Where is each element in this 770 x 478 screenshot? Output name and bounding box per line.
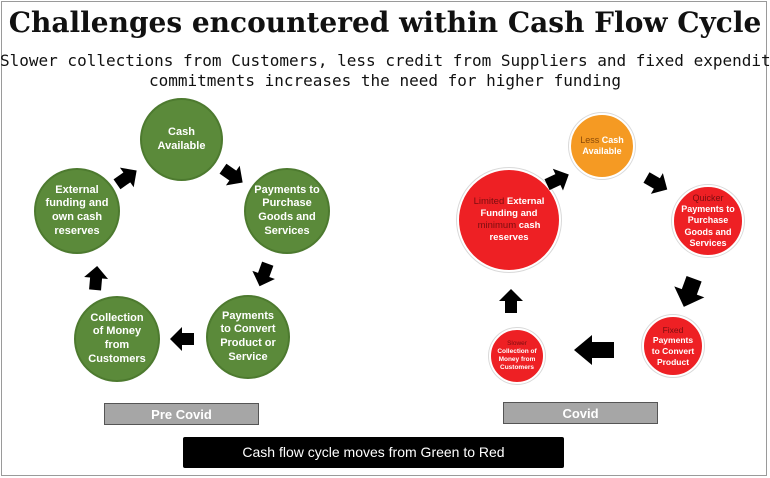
- covid-node-convert-text: Payments to Convert Product: [651, 335, 695, 367]
- pre-node-payments-convert: Payments to Convert Product or Service: [206, 295, 290, 379]
- covid-node-collection-label: Slower Collection of Money from Customer…: [495, 340, 539, 373]
- covid-node-purchase-prefix: Quicker: [692, 192, 724, 203]
- covid-node-cash-available-label: Less Cash Available: [578, 135, 626, 158]
- page-subtitle: Slower collections from Customers, less …: [0, 51, 770, 91]
- subtitle-line-2: commitments increases the need for highe…: [148, 71, 621, 90]
- covid-node-convert-prefix: Fixed: [662, 324, 684, 335]
- covid-node-purchase-text: Payments to Purchase Goods and Services: [681, 204, 735, 248]
- page-title: Challenges encountered within Cash Flow …: [8, 6, 762, 39]
- covid-node-payments-convert-label: Fixed Payments to Convert Product: [649, 325, 697, 368]
- pre-node-external-funding: External funding and own cash reserves: [34, 168, 120, 254]
- covid-node-external-mid: minimum: [477, 220, 517, 231]
- covid-node-collection-text: Collection of Money from Customers: [497, 347, 537, 372]
- covid-node-cash-text: Cash Available: [582, 134, 624, 156]
- covid-node-external-funding: Limited External Funding and minimum cas…: [457, 168, 561, 272]
- covid-node-cash-prefix: Less: [580, 134, 600, 145]
- pre-node-cash-available: Cash Available: [140, 98, 223, 181]
- pre-node-payments-purchase-label: Payments to Purchase Goods and Services: [254, 183, 320, 237]
- pre-node-payments-purchase: Payments to Purchase Goods and Services: [244, 168, 330, 254]
- covid-node-payments-purchase-label: Quicker Payments to Purchase Goods and S…: [680, 193, 736, 249]
- pre-node-cash-available-label: Cash Available: [157, 125, 206, 152]
- pre-node-collection-label: Collection of Money from Customers: [88, 311, 146, 365]
- covid-node-external-text: External Funding and: [480, 196, 545, 220]
- covid-node-external-funding-label: Limited External Funding and minimum cas…: [471, 196, 547, 244]
- pre-node-payments-convert-label: Payments to Convert Product or Service: [220, 309, 276, 363]
- subtitle-line-1: Slower collections from Customers, less …: [0, 51, 770, 70]
- covid-node-payments-convert: Fixed Payments to Convert Product: [642, 315, 704, 377]
- covid-node-collection: Slower Collection of Money from Customer…: [489, 328, 545, 384]
- pre-node-external-funding-label: External funding and own cash reserves: [45, 183, 109, 237]
- covid-node-external-prefix: Limited: [473, 196, 505, 208]
- summary-banner: Cash flow cycle moves from Green to Red: [183, 437, 564, 468]
- covid-node-collection-prefix: Slower: [507, 339, 527, 347]
- pre-node-collection: Collection of Money from Customers: [74, 296, 160, 382]
- pre-covid-label: Pre Covid: [104, 403, 259, 425]
- covid-node-payments-purchase: Quicker Payments to Purchase Goods and S…: [672, 185, 744, 257]
- covid-node-external-suffix: cash reserves: [489, 220, 541, 243]
- covid-node-cash-available: Less Cash Available: [569, 113, 635, 179]
- covid-label: Covid: [503, 402, 658, 424]
